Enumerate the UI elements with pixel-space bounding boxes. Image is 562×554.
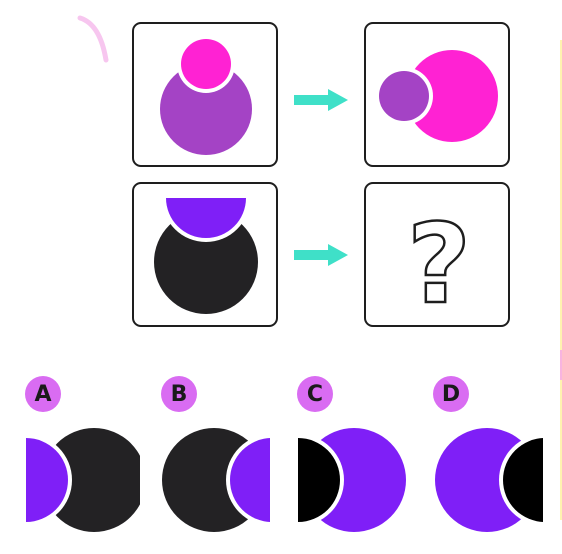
question-mark: ? [406, 199, 472, 327]
option-a-figure[interactable] [22, 425, 140, 537]
small-circle [181, 39, 231, 89]
option-a-badge[interactable]: A [25, 376, 61, 412]
example-result-figure [375, 50, 498, 142]
option-d-figure[interactable] [432, 425, 550, 537]
example-result-panel [364, 22, 510, 167]
small-circle [230, 438, 270, 522]
small-circle [298, 438, 340, 522]
example-arrow [294, 89, 348, 111]
large-circle [160, 63, 252, 155]
option-b-figure[interactable] [158, 425, 276, 537]
decorative-arc [77, 15, 109, 63]
large-circle [154, 210, 258, 314]
example-source-figure [160, 35, 252, 155]
option-d-badge[interactable]: D [433, 376, 469, 412]
example-source-panel [132, 22, 278, 167]
option-c-figure[interactable] [296, 425, 414, 537]
option-b-badge[interactable]: B [161, 376, 197, 412]
small-circle [26, 438, 68, 522]
option-c-badge[interactable]: C [297, 376, 333, 412]
large-circle [406, 50, 498, 142]
question-arrow [294, 244, 348, 266]
svg-text:?: ? [407, 200, 471, 327]
edge-marker [560, 350, 562, 380]
question-source-panel [132, 182, 278, 327]
large-circle [42, 428, 140, 532]
small-circle [379, 71, 429, 121]
question-source-figure [154, 198, 258, 314]
half-circle [166, 198, 246, 238]
edge-divider [560, 40, 562, 520]
question-answer-panel: ? [364, 182, 510, 327]
small-circle [503, 438, 543, 522]
